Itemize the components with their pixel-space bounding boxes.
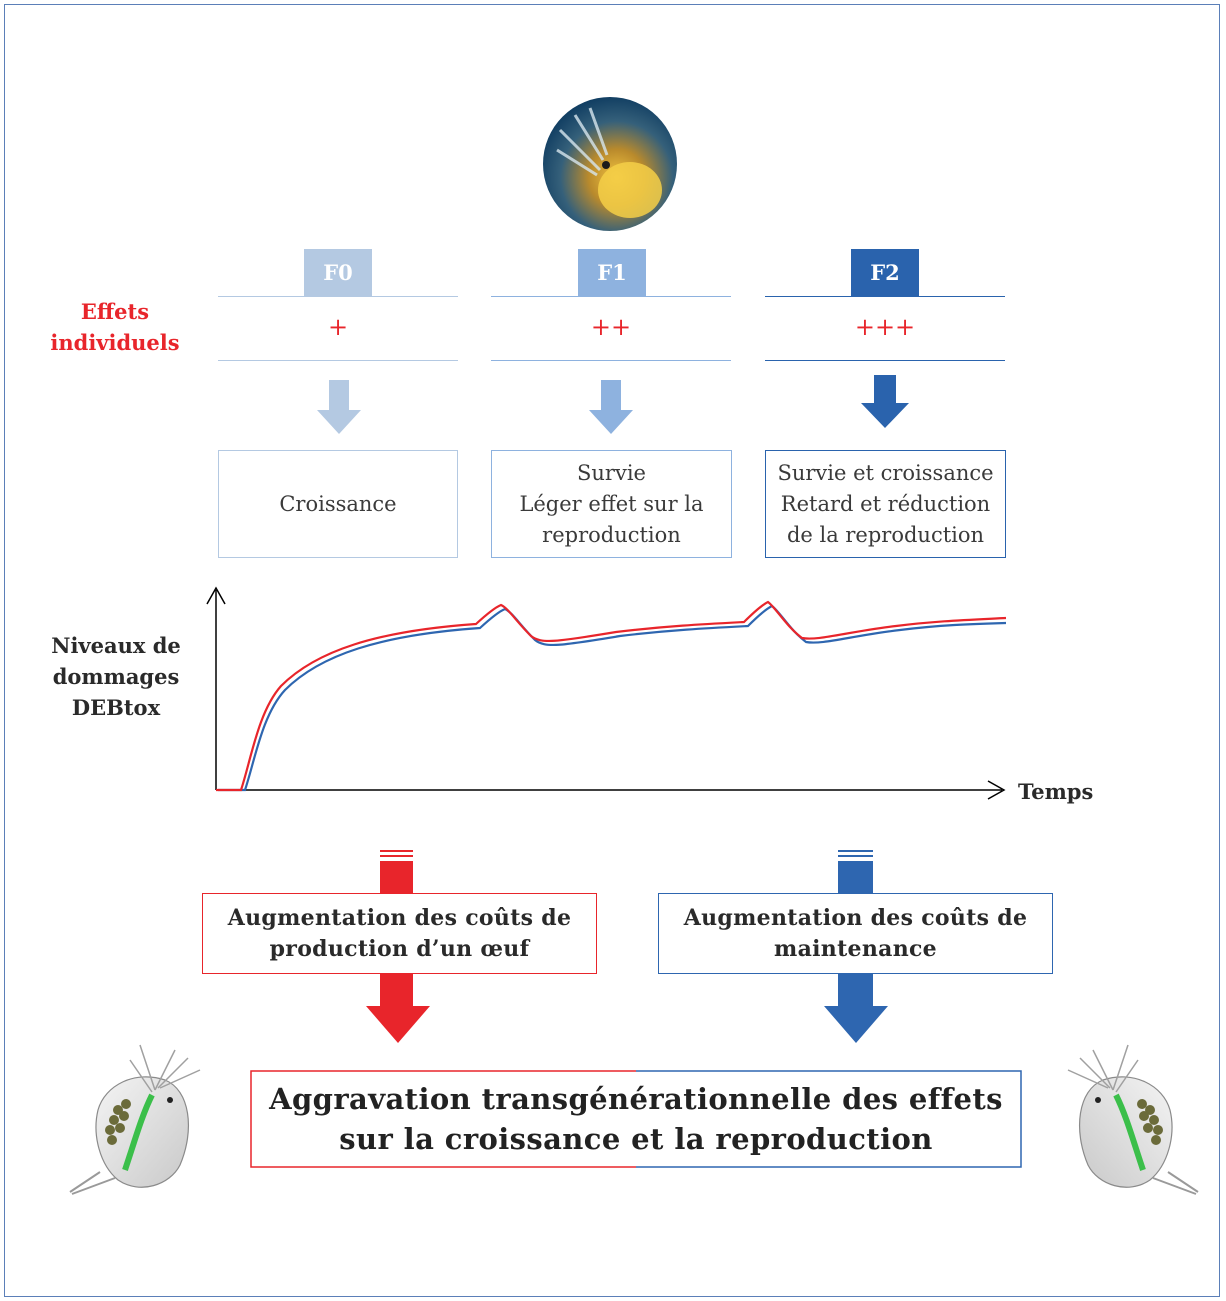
maintenance-cost-box: Augmentation des coûts de maintenance: [658, 893, 1053, 974]
outcome-f1-line-2: Léger effet sur la: [519, 491, 704, 516]
y-axis-label-line-1: Niveaux de: [51, 633, 181, 658]
divider-f0-bottom: [218, 360, 458, 361]
conclusion-box: Aggravation transgénérationnelle des eff…: [250, 1070, 1022, 1168]
damage-curve-blue: [218, 604, 1007, 792]
generation-label-f1: F1: [578, 249, 646, 296]
maintenance-cost-line-2: maintenance: [774, 935, 937, 962]
outcome-f2-line-1: Survie et croissance: [777, 460, 994, 485]
arrow-down-f0: [317, 380, 361, 434]
divider-f2-top: [765, 296, 1005, 297]
effect-level-f0: +: [327, 313, 349, 341]
generation-label-f0: F0: [304, 249, 372, 296]
y-axis-label-line-3: DEBtox: [71, 695, 161, 720]
daphnia-right-icon: [1067, 1044, 1199, 1195]
effets-label-line-1: Effets: [80, 299, 150, 324]
red-arrow-group: [366, 850, 430, 1043]
blue-arrow-group: [824, 850, 888, 1043]
daphnia-left-icon: [69, 1044, 201, 1195]
outcome-box-f2: Survie et croissance Retard et réduction…: [765, 450, 1006, 558]
divider-f1-top: [491, 296, 731, 297]
effets-individuels-label: Effets individuels: [40, 296, 190, 358]
y-axis-label-line-2: dommages: [52, 664, 180, 689]
y-axis-label: Niveaux de dommages DEBtox: [30, 630, 202, 723]
outcome-box-f1: Survie Léger effet sur la reproduction: [491, 450, 732, 558]
outcome-f1-line-1: Survie: [577, 460, 646, 485]
daphnia-photo-icon: [543, 97, 677, 231]
outcome-box-f0: Croissance: [218, 450, 458, 558]
outcome-f0-line-1: Croissance: [279, 491, 397, 516]
conclusion-border: [250, 1070, 1022, 1168]
x-axis-label: Temps: [1018, 779, 1094, 804]
egg-cost-line-1: Augmentation des coûts de: [227, 904, 572, 931]
divider-f1-bottom: [491, 360, 731, 361]
figure-frame: [4, 4, 1220, 1297]
effect-level-f1: ++: [590, 313, 632, 341]
maintenance-cost-line-1: Augmentation des coûts de: [683, 904, 1028, 931]
outcome-f2-line-2: Retard et réduction: [780, 491, 991, 516]
generation-label-f2: F2: [851, 249, 919, 296]
arrow-down-f2: [861, 375, 909, 428]
divider-f2-bottom: [765, 360, 1005, 361]
damage-curve-red: [216, 600, 1007, 792]
effect-level-f2: +++: [854, 313, 916, 341]
divider-f0-top: [218, 296, 458, 297]
conclusion-line-1: Aggravation transgénérationnelle des eff…: [269, 1082, 1003, 1116]
effets-label-line-2: individuels: [50, 330, 180, 355]
conclusion-line-2: sur la croissance et la reproduction: [339, 1122, 933, 1156]
chart-axes: [206, 586, 1006, 800]
egg-cost-box: Augmentation des coûts de production d’u…: [202, 893, 597, 974]
egg-cost-line-2: production d’un œuf: [269, 935, 530, 962]
outcome-f2-line-3: de la reproduction: [786, 522, 985, 547]
outcome-f1-line-3: reproduction: [542, 522, 681, 547]
arrow-down-f1: [589, 380, 633, 434]
